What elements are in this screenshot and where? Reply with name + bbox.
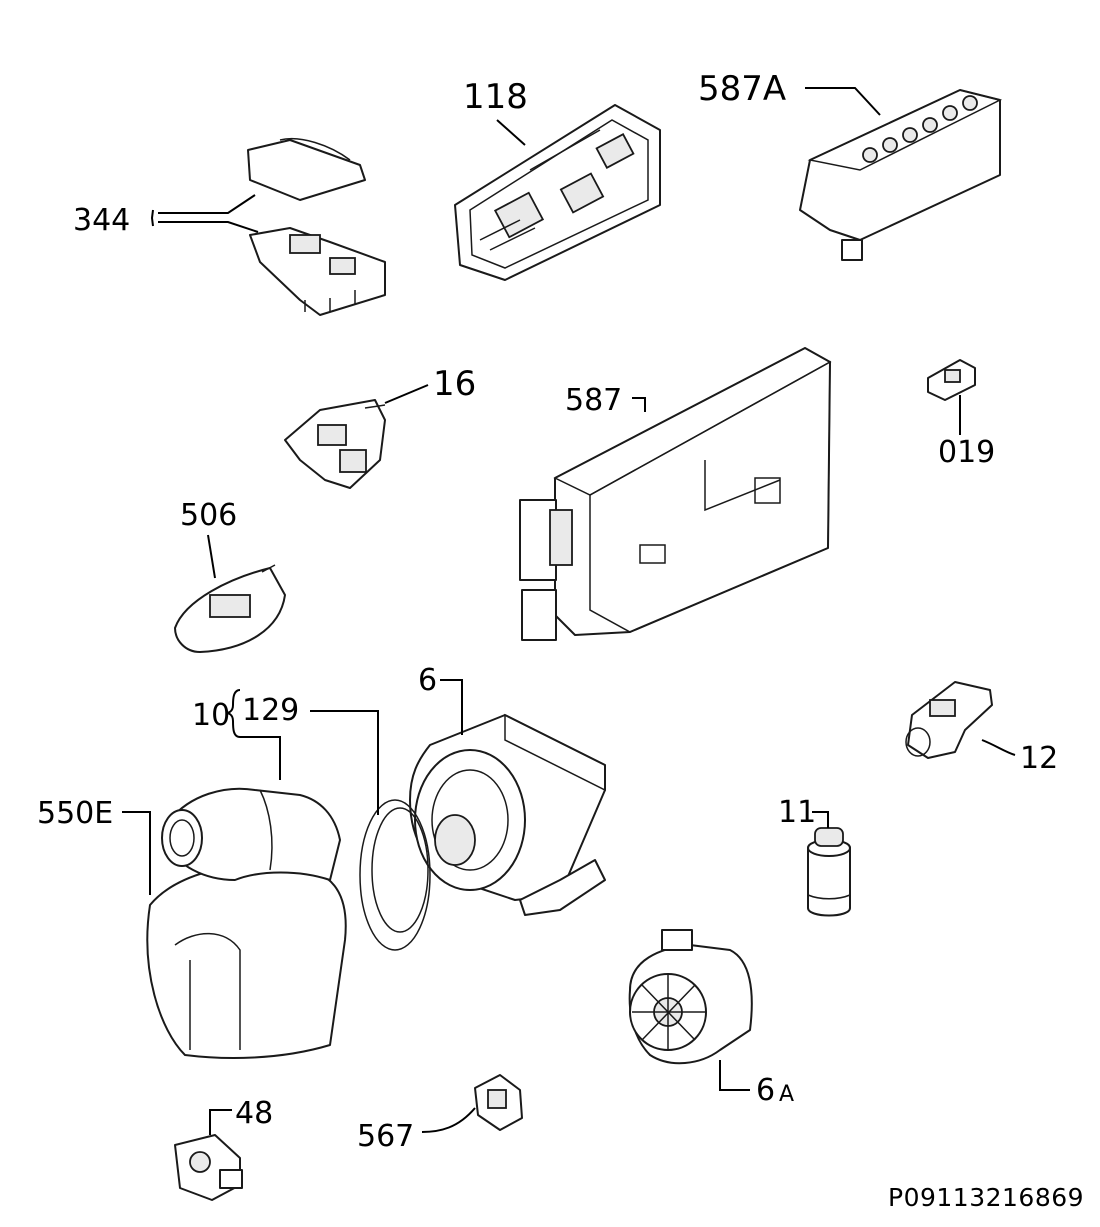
leader-587a: [805, 87, 881, 116]
leader-118: [496, 119, 526, 146]
part-6a-drain-pump: [628, 929, 753, 1065]
label-129: 129: [242, 693, 299, 728]
label-11: 11: [778, 795, 816, 830]
part-019-connector: [927, 359, 976, 401]
label-019: 019: [938, 435, 995, 470]
part-587-main-module: [519, 347, 832, 641]
part-344-bracket-assembly: [247, 138, 386, 316]
leader-16: [384, 384, 429, 404]
part-11-capacitor: [807, 827, 851, 917]
part-129-heater-pipe: [161, 787, 341, 881]
part-550e-sump-housing: [146, 863, 347, 1059]
part-587a-button-panel: [799, 89, 1003, 261]
label-344: 344: [73, 203, 130, 238]
leader-6a: [719, 1060, 750, 1091]
leader-10-brace: [225, 689, 281, 780]
label-506: 506: [180, 498, 237, 533]
label-550e: 550E: [37, 796, 113, 831]
leader-567: [421, 1107, 476, 1133]
part-heater-ring: [359, 799, 431, 951]
leader-550e: [122, 811, 151, 895]
leader-48: [209, 1109, 232, 1135]
leader-587: [632, 397, 646, 412]
label-12: 12: [1020, 741, 1058, 776]
label-567: 567: [357, 1119, 414, 1154]
label-48: 48: [235, 1096, 273, 1131]
part-48-sensor: [174, 1134, 243, 1201]
part-12-valve: [905, 681, 993, 759]
label-16: 16: [433, 364, 476, 404]
leader-12: [981, 739, 1016, 756]
leader-6: [440, 679, 463, 735]
label-10: 10: [192, 698, 230, 733]
label-6a-number: 6: [756, 1073, 775, 1108]
label-587: 587: [565, 383, 622, 418]
leader-11: [812, 811, 829, 828]
label-6a-suffix: A: [779, 1082, 794, 1107]
part-118-control-board: [454, 104, 661, 281]
leader-129: [310, 710, 379, 815]
part-6-circulation-pump: [409, 713, 606, 916]
label-587a: 587A: [698, 69, 786, 109]
label-118: 118: [463, 77, 528, 117]
part-16-switch: [284, 399, 386, 489]
reference-code: P09113216869: [888, 1183, 1084, 1212]
part-506-sensor: [174, 564, 286, 653]
leader-506: [207, 534, 216, 579]
label-6: 6: [418, 663, 437, 698]
part-567-clip: [474, 1074, 523, 1131]
leader-344: [150, 194, 259, 233]
